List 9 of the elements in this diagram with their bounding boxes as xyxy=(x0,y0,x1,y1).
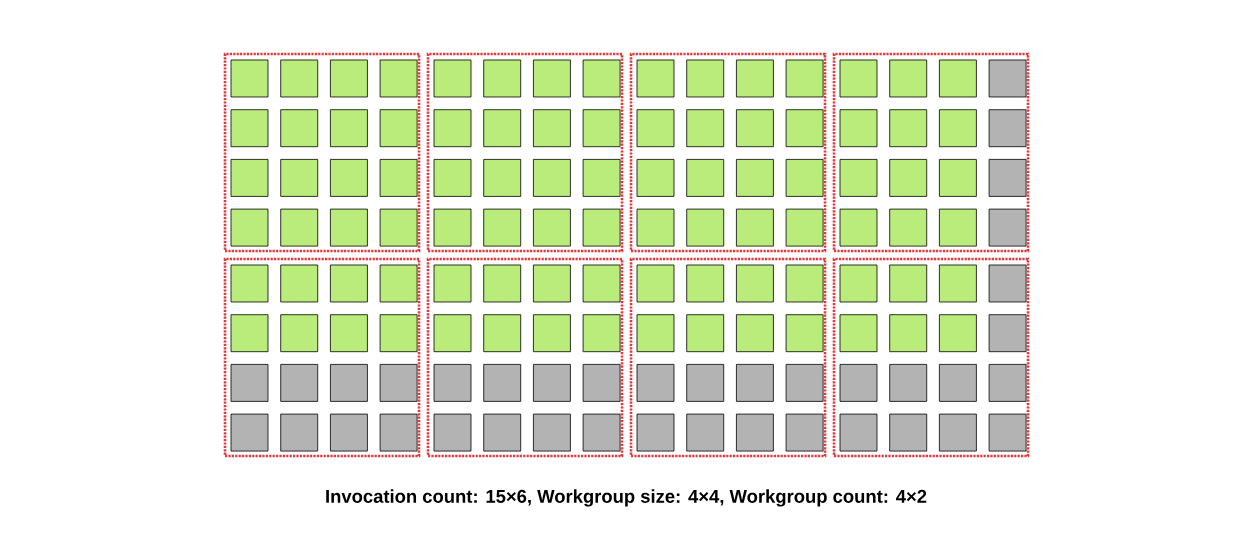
workgroup-box xyxy=(629,52,827,253)
caption: Invocation count: 15×6, Workgroup size: 4×4, Workgroup count: 4×2 xyxy=(326,489,927,507)
workgroup-box xyxy=(629,257,827,458)
workgroup-box xyxy=(426,257,624,458)
workgroup-box xyxy=(832,257,1030,458)
workgroup-box xyxy=(426,52,624,253)
workgroup-box xyxy=(832,52,1030,253)
workgroup-box xyxy=(223,257,421,458)
workgroup-box xyxy=(223,52,421,253)
